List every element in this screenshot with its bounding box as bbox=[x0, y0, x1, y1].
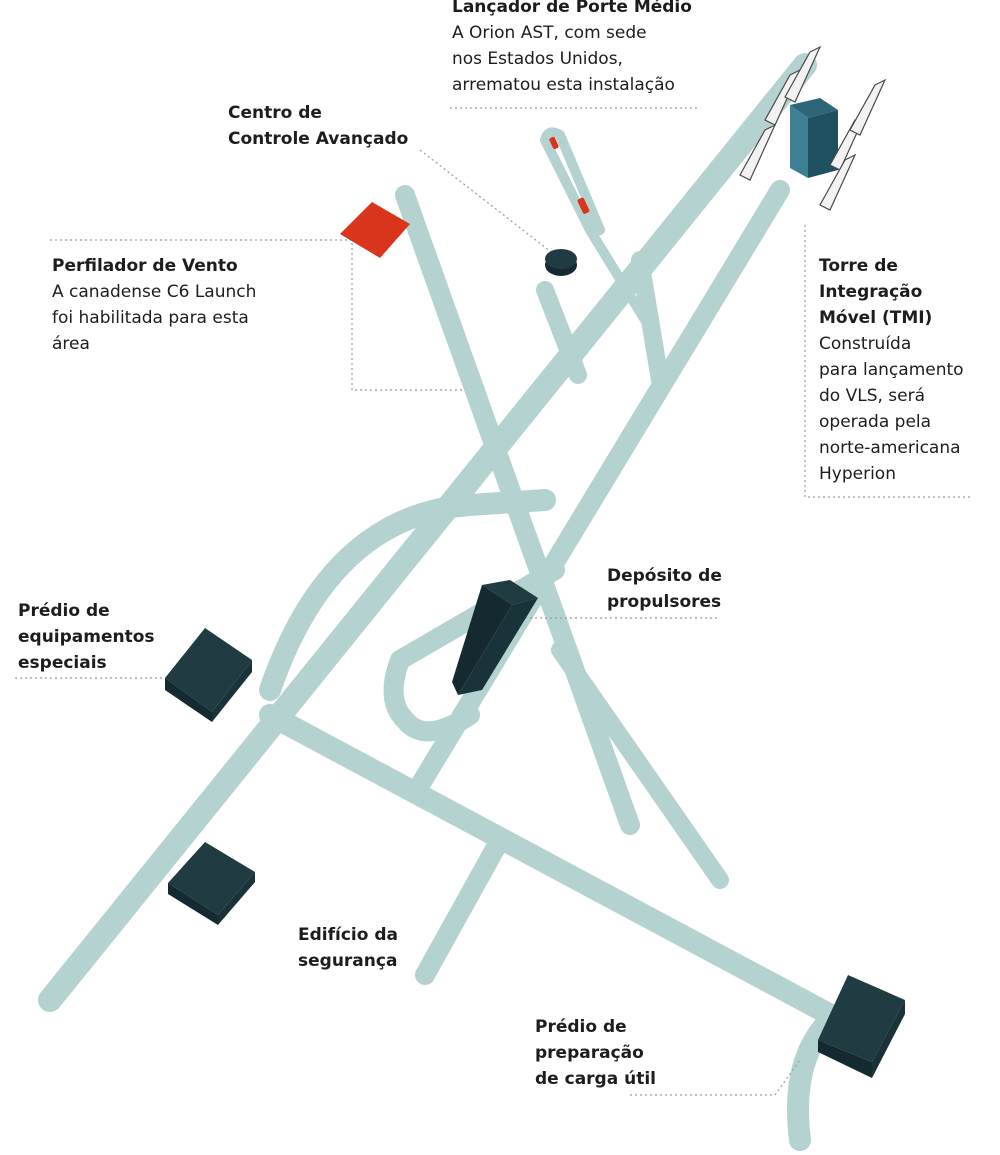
road-fork-left bbox=[536, 281, 587, 384]
label-equipamentos: Prédio de equipamentos especiais bbox=[18, 598, 155, 676]
road-arc bbox=[259, 489, 556, 701]
torre-desc: Hyperion bbox=[819, 464, 896, 484]
road-loop bbox=[383, 560, 565, 742]
leader-perfilador bbox=[50, 239, 462, 391]
lancador-desc: A Orion AST, com sede bbox=[452, 23, 647, 43]
equipamentos-title: equipamentos bbox=[18, 627, 155, 647]
leader-centro bbox=[419, 149, 556, 256]
torre-desc: para lançamento bbox=[819, 360, 964, 380]
payload-building bbox=[818, 975, 905, 1078]
perfilador-desc: área bbox=[52, 334, 90, 354]
carga-title: preparação bbox=[535, 1043, 644, 1063]
lancador-desc: arrematou esta instalação bbox=[452, 75, 675, 95]
label-deposito: Depósito de propulsores bbox=[607, 563, 722, 615]
wind-profiler-pad bbox=[340, 202, 410, 258]
torre-title: Torre de bbox=[819, 256, 898, 276]
label-perfilador: Perfilador de Vento A canadense C6 Launc… bbox=[52, 253, 256, 357]
label-centro: Centro de Controle Avançado bbox=[228, 100, 408, 152]
torre-desc: Construída bbox=[819, 334, 912, 354]
propellant-depot-building bbox=[452, 580, 538, 695]
perfilador-desc: foi habilitada para esta bbox=[52, 308, 249, 328]
road-cross bbox=[259, 704, 851, 1031]
security-building bbox=[168, 842, 255, 925]
torre-desc: norte-americana bbox=[819, 438, 961, 458]
label-carga: Prédio de preparação de carga útil bbox=[535, 1014, 656, 1092]
torre-desc: do VLS, será bbox=[819, 386, 926, 406]
deposito-title: Depósito de bbox=[607, 566, 722, 586]
torre-title: Integração bbox=[819, 282, 923, 302]
label-seguranca: Edifício da segurança bbox=[298, 922, 398, 974]
equipamentos-title: especiais bbox=[18, 653, 107, 673]
centro-title: Controle Avançado bbox=[228, 129, 409, 149]
leader-torre bbox=[804, 225, 970, 498]
perfilador-desc: A canadense C6 Launch bbox=[52, 282, 257, 302]
road-carga-curve bbox=[787, 1009, 841, 1151]
road-launcher-loop bbox=[540, 127, 650, 325]
integration-tower bbox=[739, 45, 887, 211]
lancador-desc: nos Estados Unidos, bbox=[452, 49, 623, 69]
carga-title: de carga útil bbox=[535, 1069, 656, 1089]
seguranca-title: Edifício da bbox=[298, 925, 398, 945]
deposito-title: propulsores bbox=[607, 592, 722, 612]
carga-title: Prédio de bbox=[535, 1017, 627, 1037]
torre-title: Móvel (TMI) bbox=[819, 308, 933, 328]
control-center-building bbox=[545, 249, 577, 276]
special-equipment-building bbox=[165, 628, 252, 722]
perfilador-title: Perfilador de Vento bbox=[52, 256, 238, 276]
launcher-marker bbox=[549, 136, 559, 150]
launcher-marker bbox=[577, 197, 590, 214]
seguranca-title: segurança bbox=[298, 951, 398, 971]
road-lower-right bbox=[551, 641, 729, 889]
leader-carga bbox=[630, 1059, 801, 1096]
leader-lines bbox=[15, 107, 970, 1096]
launcher-markers bbox=[549, 136, 590, 214]
road-seg-bottom bbox=[415, 830, 510, 985]
equipamentos-title: Prédio de bbox=[18, 601, 110, 621]
torre-desc: operada pela bbox=[819, 412, 932, 432]
lancador-title: Lançador de Porte Médio bbox=[452, 0, 692, 17]
centro-title: Centro de bbox=[228, 103, 322, 123]
road-main-diagonal bbox=[38, 53, 817, 1012]
label-lancador: Lançador de Porte Médio A Orion AST, com… bbox=[452, 0, 692, 98]
label-torre: Torre de Integração Móvel (TMI) Construí… bbox=[819, 253, 964, 487]
